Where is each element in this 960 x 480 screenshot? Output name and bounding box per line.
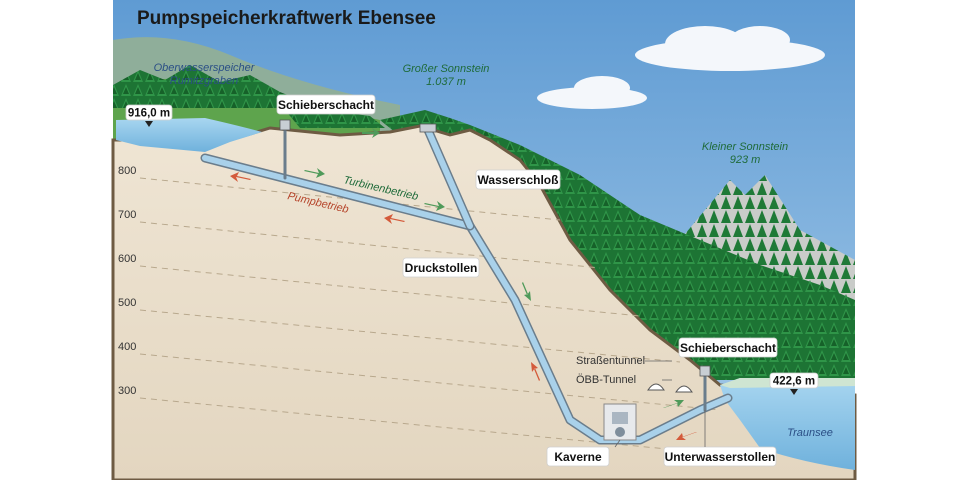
callout-kaverne: Kaverne bbox=[546, 446, 610, 467]
schieberschacht-top-label: Schieberschacht bbox=[278, 98, 374, 112]
level-marker-upper: 916,0 m bbox=[125, 104, 173, 127]
upper-reservoir bbox=[116, 118, 262, 152]
oebb-tunnel-label: ÖBB-Tunnel bbox=[576, 374, 636, 386]
leader-lines bbox=[614, 360, 706, 448]
left-forest bbox=[113, 65, 320, 108]
strassentunnel-label: Straßentunnel bbox=[576, 355, 645, 367]
level-marker-lower: 422,6 m bbox=[769, 372, 819, 395]
pump-flow-arrows bbox=[230, 172, 697, 440]
traunsee-lake bbox=[720, 378, 855, 470]
wasserschloss-head bbox=[419, 123, 437, 133]
kleiner-sonnstein-height: 923 m bbox=[730, 154, 761, 166]
cloud-center bbox=[537, 76, 647, 109]
transport-tunnels bbox=[647, 383, 693, 393]
kleiner-sonnstein-label: Kleiner Sonnstein bbox=[702, 141, 788, 153]
schieberschacht-top-head bbox=[279, 119, 291, 131]
callout-druckstollen: Druckstollen bbox=[402, 257, 480, 278]
traunsee-label: Traunsee bbox=[787, 427, 833, 439]
elevation-tick-700: 700 bbox=[118, 209, 136, 221]
callout-schieberschacht-bottom: Schieberschacht bbox=[678, 337, 778, 358]
elevation-tick-800: 800 bbox=[118, 165, 136, 177]
callout-schieberschacht-top: Schieberschacht bbox=[276, 94, 376, 115]
wasserschloss-label: Wasserschloß bbox=[478, 173, 559, 187]
upper-reservoir-label-line1: Oberwasserspeicher bbox=[154, 62, 256, 74]
callout-wasserschloss: Wasserschloß bbox=[475, 169, 561, 190]
elevation-tick-400: 400 bbox=[118, 341, 136, 353]
schieberschacht-bottom-head bbox=[699, 365, 711, 377]
elevation-tick-500: 500 bbox=[118, 297, 136, 309]
callout-unterwasserstollen: Unterwasserstollen bbox=[663, 446, 777, 467]
druckstollen-label: Druckstollen bbox=[405, 261, 478, 275]
cloud-right bbox=[635, 26, 825, 71]
kaverne-powerhouse bbox=[603, 403, 637, 441]
grosser-sonnstein-height: 1.037 m bbox=[426, 76, 466, 88]
diagram-title: Pumpspeicherkraftwerk Ebensee bbox=[137, 8, 436, 29]
level-lower-text: 422,6 m bbox=[773, 376, 815, 388]
upper-reservoir-label-line2: Rumitzgraben bbox=[170, 75, 238, 87]
turbine-flow-arrows bbox=[304, 128, 684, 408]
unterwasserstollen-label: Unterwasserstollen bbox=[665, 450, 776, 464]
grosser-sonnstein-label: Großer Sonnstein bbox=[403, 63, 490, 75]
schieberschacht-bottom-label: Schieberschacht bbox=[680, 341, 776, 355]
level-upper-text: 916,0 m bbox=[128, 108, 170, 120]
tunnel-system bbox=[200, 125, 733, 445]
elevation-tick-600: 600 bbox=[118, 253, 136, 265]
elevation-tick-300: 300 bbox=[118, 385, 136, 397]
kaverne-label: Kaverne bbox=[554, 450, 602, 464]
